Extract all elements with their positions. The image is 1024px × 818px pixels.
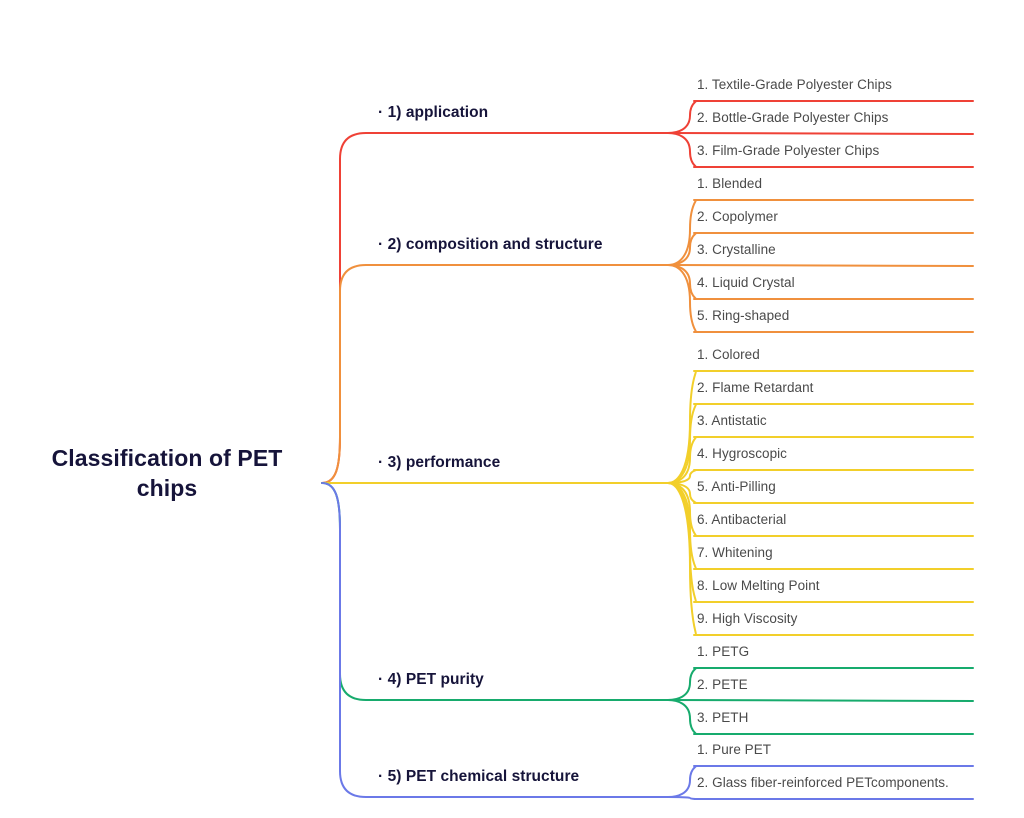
root-title-line-2: chips [136, 475, 198, 502]
leaf-label-yellow-9[interactable]: 9. High Viscosity [697, 611, 798, 626]
leaf-connector-green-2 [667, 699, 974, 702]
leaf-label-yellow-3[interactable]: 3. Antistatic [697, 413, 767, 428]
branch-label-green[interactable]: · 4) PET purity [378, 671, 484, 689]
leaf-label-green-2[interactable]: 2. PETE [697, 677, 748, 692]
branch-label-yellow[interactable]: · 3) performance [378, 454, 500, 472]
leaf-connector-blue-2 [667, 796, 974, 800]
leaf-label-blue-2[interactable]: 2. Glass fiber-reinforced PETcomponents. [697, 775, 949, 790]
branch-label-red[interactable]: · 1) application [378, 104, 488, 122]
leaf-label-green-3[interactable]: 3. PETH [697, 710, 749, 725]
leaf-label-orange-3[interactable]: 3. Crystalline [697, 242, 776, 257]
branch-spine-red [321, 132, 669, 484]
leaf-label-orange-5[interactable]: 5. Ring-shaped [697, 308, 790, 323]
leaf-label-yellow-6[interactable]: 6. Antibacterial [697, 512, 787, 527]
leaf-label-orange-1[interactable]: 1. Blended [697, 176, 763, 191]
branch-label-text: 1) application [387, 104, 489, 121]
branch-bullet-icon: · [378, 454, 388, 471]
leaf-label-yellow-8[interactable]: 8. Low Melting Point [697, 578, 820, 593]
leaf-label-green-1[interactable]: 1. PETG [697, 644, 750, 659]
branch-spine-orange [321, 264, 669, 484]
branch-spine-blue [321, 482, 669, 798]
leaf-label-yellow-1[interactable]: 1. Colored [697, 347, 760, 362]
branch-bullet-icon: · [378, 671, 388, 688]
leaf-label-yellow-2[interactable]: 2. Flame Retardant [697, 380, 814, 395]
branch-label-orange[interactable]: · 2) composition and structure [378, 236, 603, 254]
leaf-label-red-1[interactable]: 1. Textile-Grade Polyester Chips [697, 77, 892, 92]
branch-label-text: 4) PET purity [387, 671, 484, 688]
branch-bullet-icon: · [378, 104, 388, 121]
leaf-connector-orange-3 [667, 264, 974, 267]
branch-bullet-icon: · [378, 768, 388, 785]
branch-spine-green [321, 482, 669, 701]
branch-label-blue[interactable]: · 5) PET chemical structure [378, 768, 579, 786]
leaf-label-blue-1[interactable]: 1. Pure PET [697, 742, 772, 757]
leaf-label-red-2[interactable]: 2. Bottle-Grade Polyester Chips [697, 110, 889, 125]
leaf-label-orange-4[interactable]: 4. Liquid Crystal [697, 275, 795, 290]
branch-label-text: 3) performance [387, 454, 501, 471]
leaf-label-yellow-4[interactable]: 4. Hygroscopic [697, 446, 787, 461]
branch-label-text: 2) composition and structure [387, 236, 603, 253]
branch-bullet-icon: · [378, 236, 388, 253]
leaf-label-red-3[interactable]: 3. Film-Grade Polyester Chips [697, 143, 880, 158]
root-node-title: Classification of PET chips [22, 443, 312, 504]
leaf-connector-red-2 [667, 132, 974, 135]
root-title-line-1: Classification of PET [51, 445, 283, 471]
leaf-label-yellow-7[interactable]: 7. Whitening [697, 545, 773, 560]
branch-label-text: 5) PET chemical structure [387, 768, 580, 785]
leaf-label-yellow-5[interactable]: 5. Anti-Pilling [697, 479, 776, 494]
leaf-label-orange-2[interactable]: 2. Copolymer [697, 209, 778, 224]
